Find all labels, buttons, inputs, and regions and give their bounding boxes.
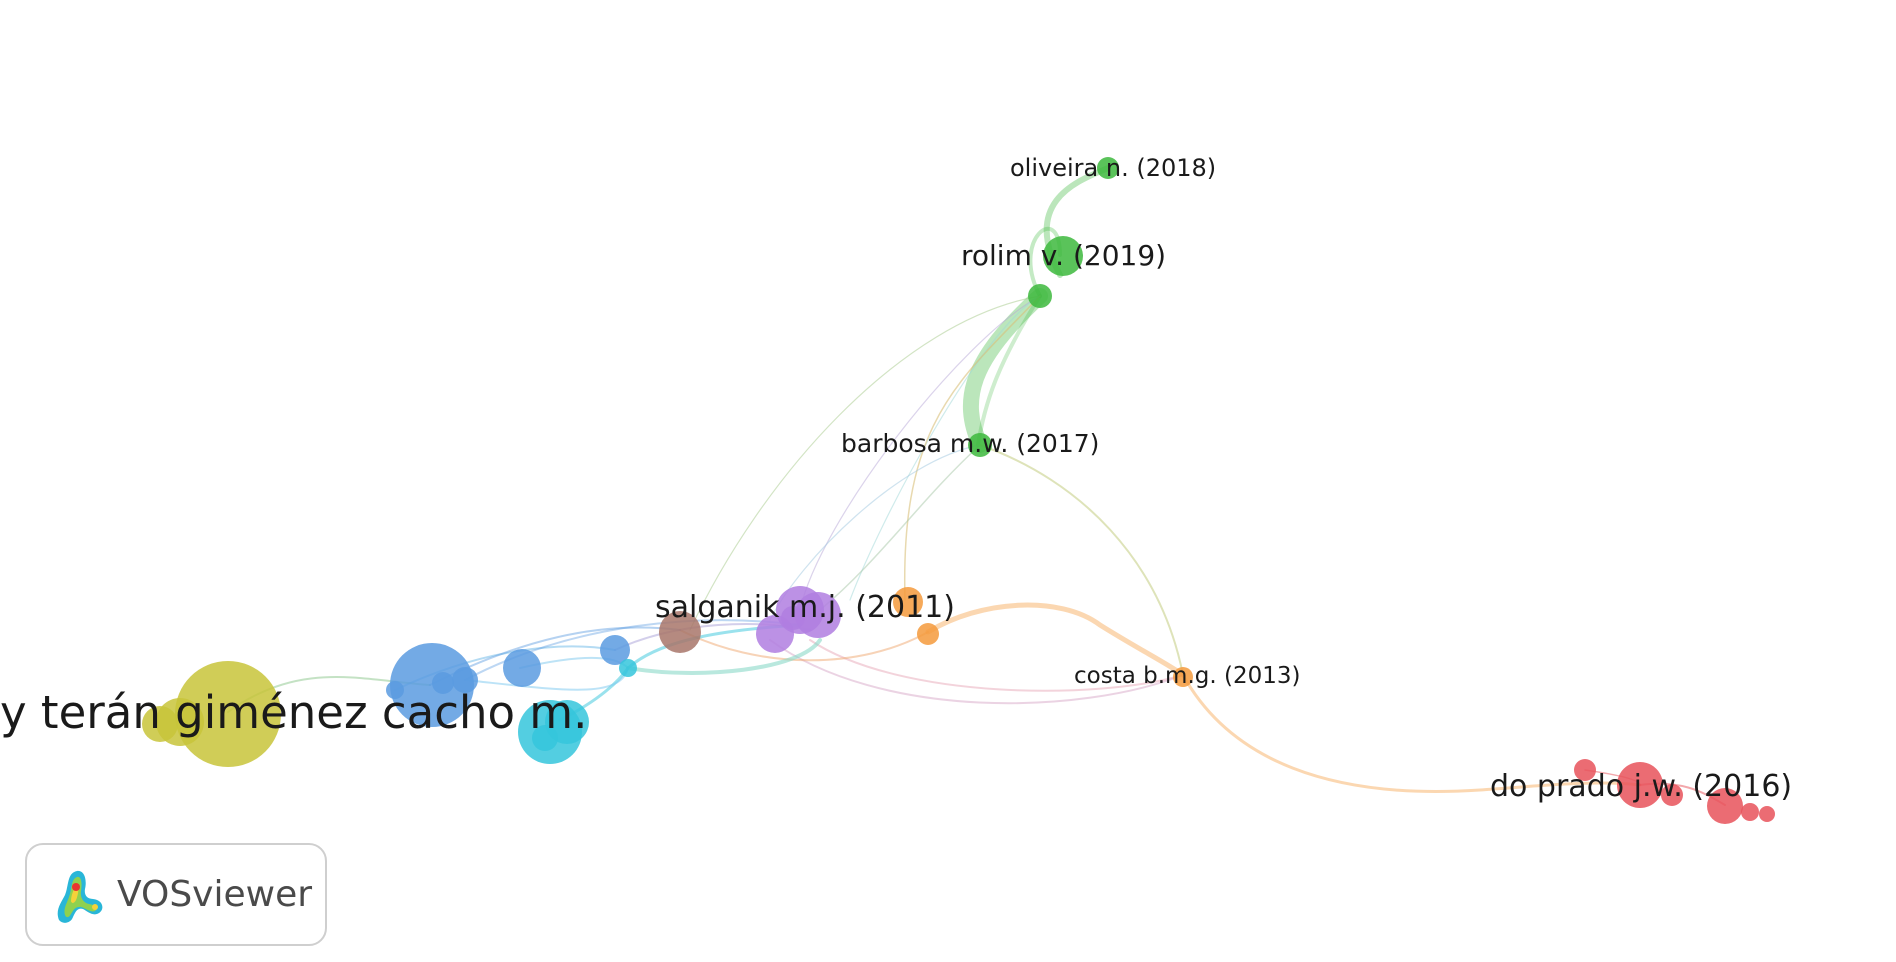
link: [903, 295, 1041, 601]
link: [464, 667, 629, 691]
link: [558, 623, 802, 722]
label-doprado[interactable]: do prado j.w. (2016): [1490, 769, 1792, 804]
vosviewer-logo-text: VOSviewer: [117, 874, 313, 915]
node[interactable]: [142, 706, 178, 742]
label-oliveira[interactable]: oliveira n. (2018): [1010, 154, 1216, 182]
label-barbosa[interactable]: barbosa m.w. (2017): [841, 429, 1099, 458]
link: [769, 639, 1184, 705]
label-rolim[interactable]: rolim v. (2019): [961, 239, 1166, 272]
vosviewer-icon: [57, 870, 103, 923]
node-oliveira[interactable]: [1097, 157, 1119, 179]
node[interactable]: [1028, 284, 1052, 308]
node[interactable]: [659, 611, 701, 653]
link: [979, 444, 1184, 676]
node[interactable]: [619, 659, 637, 677]
node[interactable]: [795, 592, 841, 638]
node-costa[interactable]: [1173, 667, 1193, 687]
link: [689, 295, 1041, 631]
node[interactable]: [390, 643, 474, 727]
node[interactable]: [503, 649, 541, 687]
node-barbosa[interactable]: [968, 433, 992, 457]
link: [679, 629, 929, 662]
link: [1181, 673, 1642, 794]
node[interactable]: [893, 587, 923, 617]
node[interactable]: [452, 667, 478, 693]
label-salganik[interactable]: salganik m.j. (2011): [655, 590, 955, 625]
node[interactable]: [1759, 806, 1775, 822]
node[interactable]: [432, 672, 454, 694]
node[interactable]: [1574, 759, 1596, 781]
label-costa[interactable]: costa b.m.g. (2013): [1074, 663, 1300, 689]
node[interactable]: [1741, 803, 1759, 821]
node-rolim[interactable]: [1043, 236, 1083, 276]
node-layer: [142, 157, 1775, 824]
link: [962, 288, 1048, 453]
node-teran[interactable]: [175, 661, 281, 767]
label-layer: y terán giménez cacho m. salganik m.j. (…: [0, 154, 1792, 804]
node[interactable]: [386, 681, 404, 699]
node[interactable]: [781, 606, 805, 630]
link: [464, 619, 801, 681]
node[interactable]: [600, 635, 630, 665]
link: [799, 295, 1041, 611]
node-doprado[interactable]: [1617, 762, 1663, 808]
link: [819, 444, 981, 611]
label-teran[interactable]: y terán giménez cacho m.: [0, 686, 587, 739]
node[interactable]: [1707, 788, 1743, 824]
link: [976, 294, 1042, 447]
node[interactable]: [532, 725, 558, 751]
link: [626, 638, 822, 675]
node[interactable]: [1661, 784, 1683, 806]
link: [809, 639, 1184, 692]
vosviewer-logo[interactable]: VOSviewer: [25, 843, 327, 946]
link: [849, 295, 1041, 601]
node[interactable]: [917, 623, 939, 645]
link: [925, 602, 1186, 678]
